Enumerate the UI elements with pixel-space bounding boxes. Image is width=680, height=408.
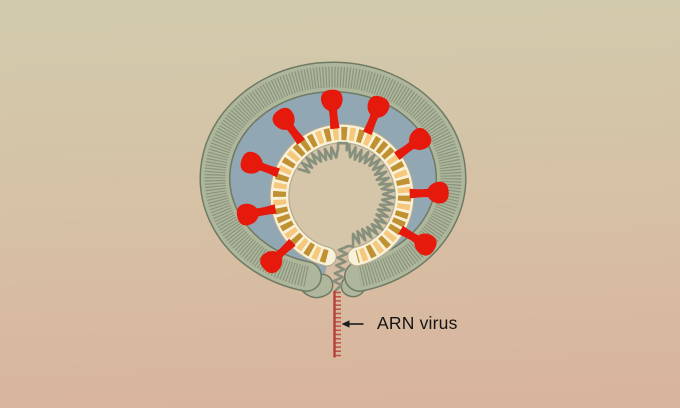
- viral-envelope-ring: [269, 123, 415, 267]
- arn-arrow-icon: [341, 320, 364, 328]
- membrane-stripes: [204, 66, 462, 287]
- arn-virus-label: ARN virus: [377, 313, 458, 333]
- envelope-protein-dashes-dark2: [273, 127, 411, 263]
- endosome-membrane: [199, 61, 467, 292]
- rna-coil: [297, 141, 396, 293]
- arn-ladder: [333, 291, 341, 358]
- virus-core: [288, 142, 396, 250]
- arn-ladder-teeth: [334, 291, 341, 357]
